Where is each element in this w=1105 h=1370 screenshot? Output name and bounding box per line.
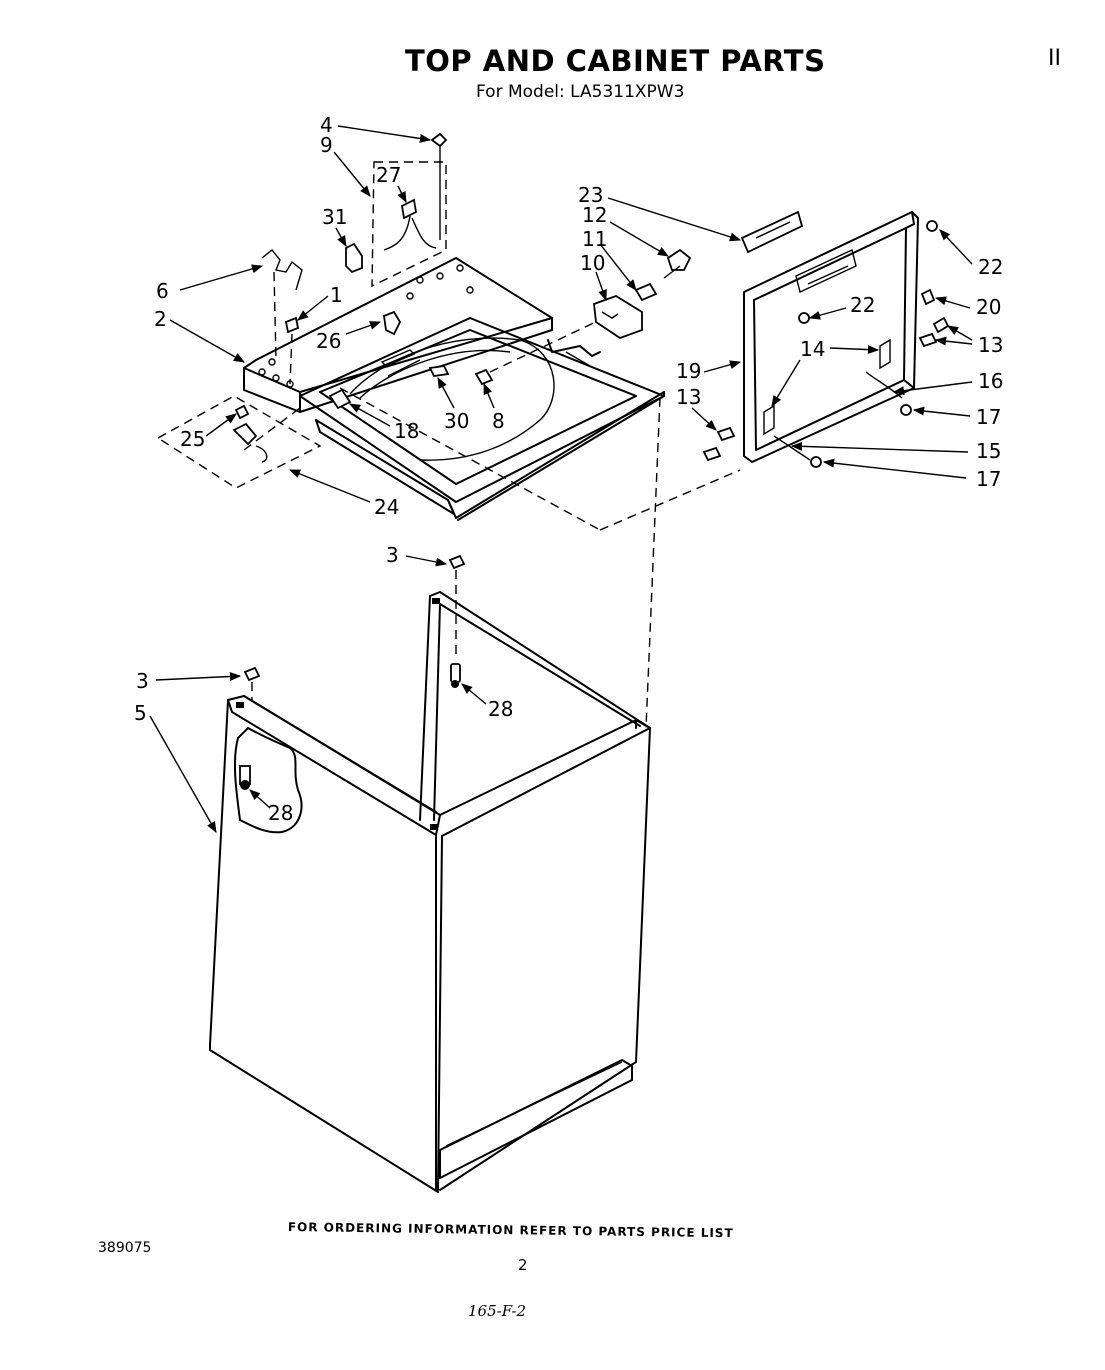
- part-17-bumpers: [810, 404, 912, 468]
- callout-16: 16: [978, 369, 1003, 393]
- part-4-screw: [430, 132, 448, 240]
- callout-18: 18: [394, 419, 419, 443]
- callout-13-left: 13: [676, 385, 701, 409]
- callout-11: 11: [582, 227, 607, 251]
- callout-15: 15: [976, 439, 1001, 463]
- callout-10: 10: [580, 251, 605, 275]
- callout-6: 6: [156, 279, 169, 303]
- callout-24: 24: [374, 495, 399, 519]
- part-27-switch-box: [371, 161, 447, 288]
- part-8-screw: [474, 319, 601, 386]
- callout-27: 27: [376, 163, 401, 187]
- callout-22-upper: 22: [978, 255, 1003, 279]
- part-13-screws: [702, 316, 950, 462]
- callout-13-right: 13: [978, 333, 1003, 357]
- part-11-spring: [634, 282, 658, 302]
- washer-top: [243, 257, 665, 521]
- callout-17-upper: 17: [976, 405, 1001, 429]
- cabinet: [209, 591, 651, 1193]
- part-10-hinge-bracket: [593, 295, 643, 340]
- part-31-bracket: [345, 242, 363, 274]
- callout-19: 19: [676, 359, 701, 383]
- part-6-wire-clip: [261, 249, 303, 361]
- model-subtitle: For Model: LA5311XPW3: [476, 82, 685, 102]
- handwritten-note: 165-F-2: [468, 1302, 527, 1320]
- part-12-lid-pin: [663, 248, 692, 279]
- callout-28-upper: 28: [488, 697, 513, 721]
- callout-14: 14: [800, 337, 825, 361]
- leader-arrows: [149, 125, 973, 833]
- callout-5: 5: [134, 701, 147, 725]
- part-20-clip: [920, 288, 936, 306]
- callout-9: 9: [320, 133, 333, 157]
- callout-2: 2: [154, 307, 167, 331]
- callout-3-left: 3: [136, 669, 149, 693]
- callout-17-lower: 17: [976, 467, 1001, 491]
- document-number: 389075: [98, 1240, 152, 1256]
- callout-30: 30: [444, 409, 469, 433]
- part-23-label: [740, 210, 804, 254]
- callout-20: 20: [976, 295, 1001, 319]
- callout-31: 31: [322, 205, 347, 229]
- callout-8: 8: [492, 409, 505, 433]
- part-18-hinge: [328, 388, 352, 410]
- corner-mark: II: [1048, 46, 1061, 71]
- clip-part-3-left: [243, 666, 261, 700]
- callout-12: 12: [582, 203, 607, 227]
- callout-numbers: 4 9 27 31 6 1 2 26 30 8 18 25 24 23 12 1…: [134, 113, 1003, 825]
- part-26-knob: [383, 310, 402, 336]
- callout-28-lower: 28: [268, 801, 293, 825]
- callout-1: 1: [330, 283, 343, 307]
- part-24-lid-switch-box: [156, 395, 322, 489]
- callout-26: 26: [316, 329, 341, 353]
- page-number: 2: [518, 1256, 528, 1274]
- callout-4: 4: [320, 113, 333, 137]
- callout-25: 25: [180, 427, 205, 451]
- part-1-screw: [284, 316, 300, 385]
- callout-3-upper: 3: [386, 543, 399, 567]
- washer-lid: [743, 211, 919, 463]
- callout-23: 23: [578, 183, 603, 207]
- screw-part-28-upper: [450, 663, 461, 688]
- callout-22-lower: 22: [850, 293, 875, 317]
- part-30-screw: [428, 365, 450, 377]
- page-title: TOP AND CABINET PARTS: [405, 44, 826, 78]
- clip-part-3-upper: [448, 554, 466, 660]
